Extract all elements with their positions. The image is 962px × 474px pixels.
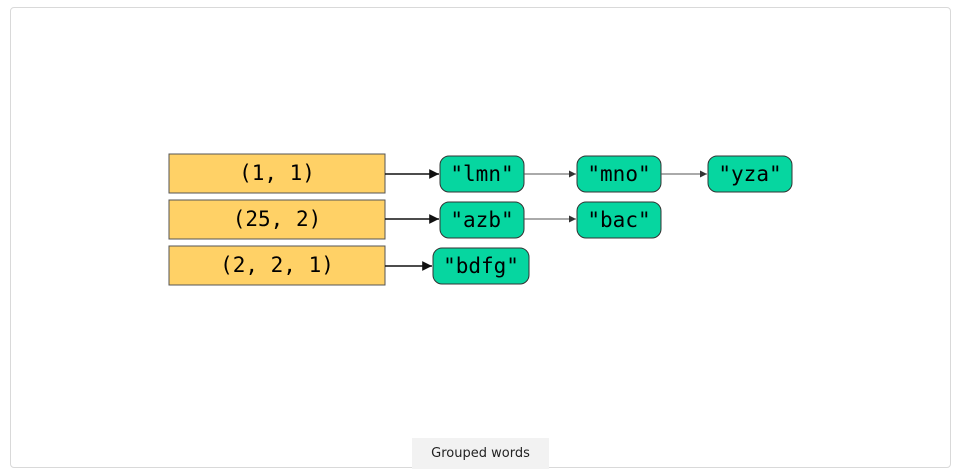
word-node: "mno" [576,155,662,193]
word-label: "azb" [450,208,513,232]
group-key-label: (2, 2, 1) [220,253,334,277]
word-node: "bdfg" [432,247,530,285]
word-node: "bac" [576,201,662,239]
group-key-box: (25, 2) [168,199,386,240]
word-label: "yza" [718,162,781,186]
group-key-box: (2, 2, 1) [168,245,386,286]
word-label: "lmn" [450,162,513,186]
word-node: "yza" [707,155,793,193]
word-label: "mno" [587,162,650,186]
group-key-box: (1, 1) [168,153,386,194]
group-key-label: (1, 1) [239,161,315,185]
figure-caption: Grouped words [412,438,549,469]
word-label: "bdfg" [443,254,519,278]
group-key-label: (25, 2) [233,207,322,231]
word-node: "lmn" [439,155,525,193]
word-label: "bac" [587,208,650,232]
word-node: "azb" [439,201,525,239]
